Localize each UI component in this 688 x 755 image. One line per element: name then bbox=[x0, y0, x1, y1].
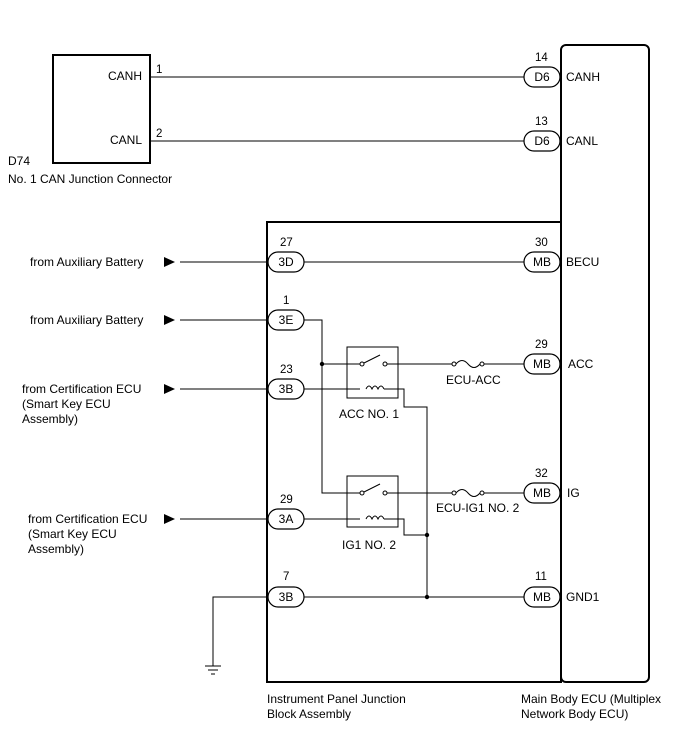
wire-acc-coil-out bbox=[384, 388, 428, 597]
ecu-terminal-becu: 30 MB BECU bbox=[523, 237, 599, 273]
svg-text:MB: MB bbox=[533, 590, 551, 604]
can-connector-pin-number-1: 1 bbox=[156, 64, 162, 76]
can-connector-pin-label-canl: CANL bbox=[110, 133, 142, 147]
svg-text:CANH: CANH bbox=[566, 70, 600, 84]
svg-text:CANL: CANL bbox=[566, 134, 598, 148]
svg-text:3D: 3D bbox=[278, 255, 294, 269]
jb-terminal-3e-1: 1 3E bbox=[267, 295, 305, 331]
svg-text:GND1: GND1 bbox=[566, 590, 600, 604]
source-cert-ecu-2-line2: (Smart Key ECU bbox=[28, 527, 117, 541]
source-aux-battery-1: from Auxiliary Battery bbox=[30, 255, 143, 269]
svg-text:ACC: ACC bbox=[568, 357, 594, 371]
fuse-ecu-ig1-no2-label: ECU-IG1 NO. 2 bbox=[436, 501, 520, 515]
svg-text:MB: MB bbox=[533, 357, 551, 371]
can-connector-name: No. 1 CAN Junction Connector bbox=[8, 172, 172, 186]
svg-text:27: 27 bbox=[280, 237, 293, 249]
svg-text:1: 1 bbox=[283, 295, 289, 307]
ecu-terminal-canl: 13 D6 CANL bbox=[523, 116, 598, 152]
relay-ig1-no2-label: IG1 NO. 2 bbox=[342, 538, 396, 552]
relay-acc-no1-label: ACC NO. 1 bbox=[339, 407, 399, 421]
wire-ground bbox=[212, 596, 280, 666]
source-cert-ecu-1-line2: (Smart Key ECU bbox=[22, 397, 111, 411]
jb-terminal-3a-29: 29 3A bbox=[267, 494, 305, 530]
svg-text:MB: MB bbox=[533, 486, 551, 500]
ecu-terminal-ig: 32 MB IG bbox=[523, 468, 580, 504]
junction-dot bbox=[319, 361, 325, 367]
main-body-ecu-name-line2: Network Body ECU) bbox=[521, 707, 628, 721]
ecu-terminal-canh: 14 D6 CANH bbox=[523, 52, 600, 88]
relay-acc-no1 bbox=[346, 346, 399, 399]
source-cert-ecu-2-line3: Assembly) bbox=[28, 542, 84, 556]
wire-3e-feed bbox=[304, 319, 347, 494]
svg-text:11: 11 bbox=[535, 571, 547, 583]
wire-ig-coil-out bbox=[384, 518, 427, 536]
can-connector-pin-number-2: 2 bbox=[156, 128, 162, 140]
svg-text:D6: D6 bbox=[534, 134, 550, 148]
svg-text:3B: 3B bbox=[279, 590, 294, 604]
fuse-ecu-acc-label: ECU-ACC bbox=[446, 373, 501, 387]
junction-block-box bbox=[266, 221, 562, 683]
junction-dot bbox=[424, 532, 430, 538]
svg-text:23: 23 bbox=[280, 364, 293, 376]
svg-text:14: 14 bbox=[535, 52, 548, 64]
junction-block-name-line2: Block Assembly bbox=[267, 707, 351, 721]
arrow-right-icon bbox=[164, 315, 175, 325]
fuse-ecu-ig1-no2 bbox=[451, 489, 485, 497]
svg-text:3B: 3B bbox=[279, 382, 294, 396]
svg-text:13: 13 bbox=[535, 116, 548, 128]
can-junction-connector-box bbox=[52, 54, 151, 164]
can-connector-id: D74 bbox=[8, 154, 30, 168]
arrow-right-icon bbox=[164, 514, 175, 524]
svg-text:3E: 3E bbox=[279, 313, 294, 327]
svg-text:MB: MB bbox=[533, 255, 551, 269]
source-cert-ecu-1-line3: Assembly) bbox=[22, 412, 78, 426]
junction-block-name-line1: Instrument Panel Junction bbox=[267, 692, 406, 706]
svg-text:32: 32 bbox=[535, 468, 548, 480]
source-aux-battery-2: from Auxiliary Battery bbox=[30, 313, 143, 327]
ecu-terminal-acc: 29 MB ACC bbox=[523, 339, 594, 375]
svg-text:7: 7 bbox=[283, 571, 289, 583]
relay-ig1-no2 bbox=[346, 475, 399, 528]
arrow-right-icon bbox=[164, 257, 175, 267]
svg-text:30: 30 bbox=[535, 237, 548, 249]
ecu-terminal-gnd1: 11 MB GND1 bbox=[523, 571, 600, 608]
fuse-ecu-acc bbox=[451, 360, 485, 368]
ground-icon bbox=[205, 665, 221, 675]
svg-text:BECU: BECU bbox=[566, 255, 599, 269]
junction-dot bbox=[424, 594, 430, 600]
jb-terminal-3b-7: 7 3B bbox=[267, 571, 305, 608]
arrow-right-icon bbox=[164, 384, 175, 394]
can-connector-pin-label-canh: CANH bbox=[108, 69, 142, 83]
svg-text:29: 29 bbox=[535, 339, 548, 351]
main-body-ecu-name-line1: Main Body ECU (Multiplex bbox=[521, 692, 661, 706]
svg-text:3A: 3A bbox=[279, 512, 294, 526]
source-cert-ecu-2-line1: from Certification ECU bbox=[28, 512, 147, 526]
jb-terminal-3b-23: 23 3B bbox=[267, 364, 305, 400]
svg-text:D6: D6 bbox=[534, 70, 550, 84]
svg-text:IG: IG bbox=[567, 486, 580, 500]
source-cert-ecu-1-line1: from Certification ECU bbox=[22, 382, 141, 396]
jb-terminal-3d-27: 27 3D bbox=[267, 237, 305, 273]
svg-text:29: 29 bbox=[280, 494, 293, 506]
